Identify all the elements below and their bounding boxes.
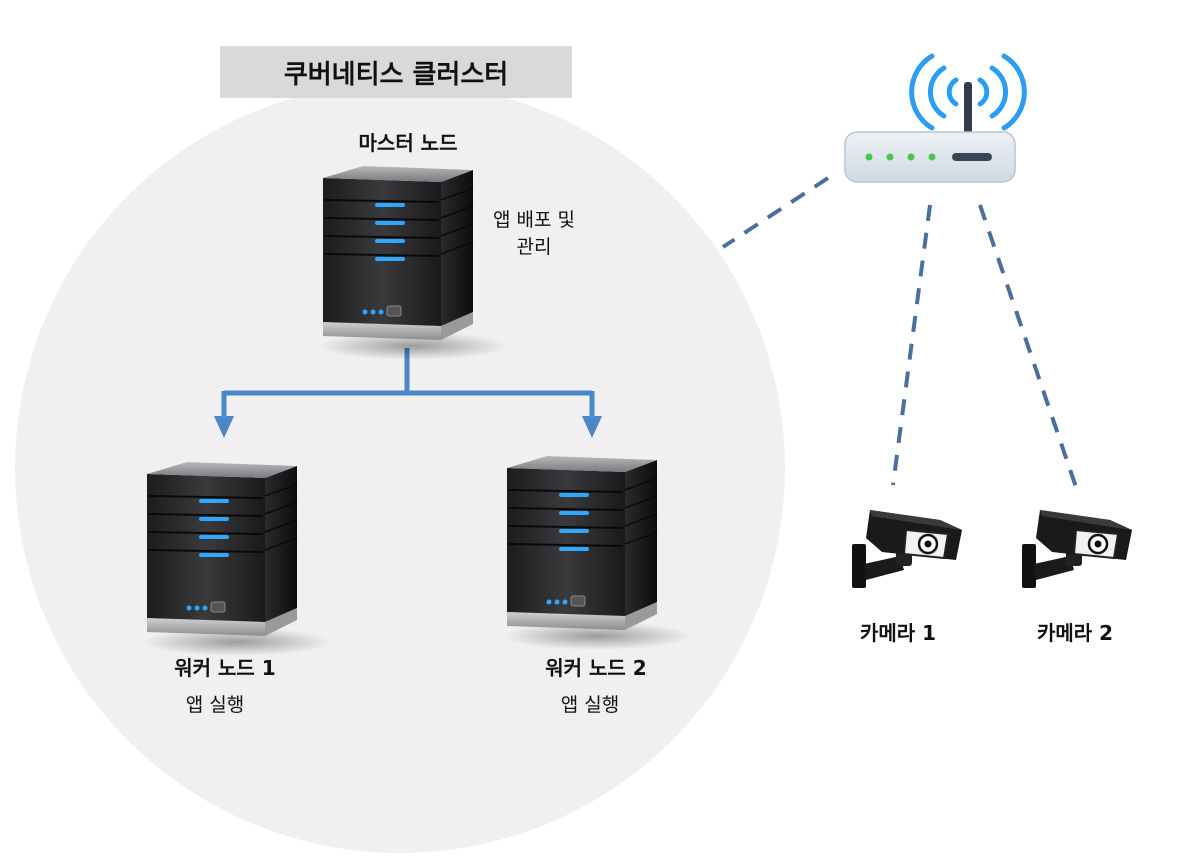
master-node-desc-line1: 앱 배포 및 [493, 209, 575, 231]
arrow-head-worker2 [582, 416, 602, 438]
camera2-cctv-icon [1020, 508, 1134, 590]
worker2-desc: 앱 실행 [560, 694, 620, 716]
camera2-label: 카메라 2 [1036, 621, 1114, 645]
worker1-title: 워커 노드 1 [174, 656, 276, 680]
network-links [721, 176, 1079, 491]
worker1-desc: 앱 실행 [185, 694, 245, 716]
cluster-title: 쿠버네티스 클러스터 [220, 46, 572, 98]
wifi-router-icon [844, 53, 1027, 183]
cluster-area [15, 83, 785, 853]
camera1-cctv-icon [850, 508, 964, 590]
master-node-desc-line2: 관리 [516, 236, 552, 258]
master-node-title: 마스터 노드 [358, 131, 458, 155]
camera1-label: 카메라 1 [859, 621, 937, 645]
deploy-arrows [221, 348, 595, 418]
worker2-title: 워커 노드 2 [545, 656, 647, 680]
arrow-head-worker1 [214, 416, 234, 438]
